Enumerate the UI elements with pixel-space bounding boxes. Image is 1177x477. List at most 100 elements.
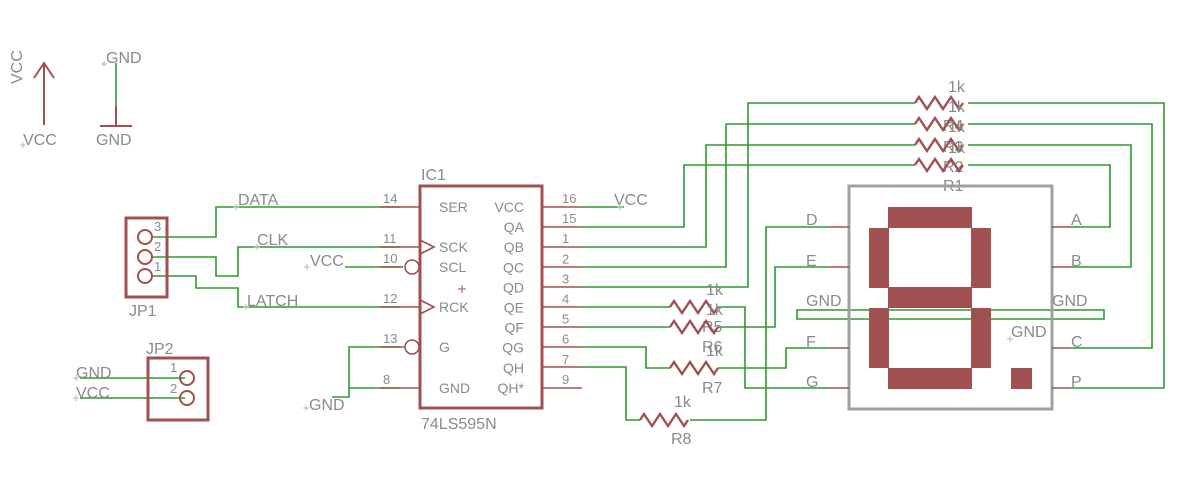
ic1-pin-7-number: 7 [562,352,569,367]
jp2-name: JP2 [146,341,174,358]
ic1-pin-6-number: 6 [562,332,569,347]
wire-r2-b [968,144,1132,268]
wire-r6-e [718,266,828,328]
display-pin-d: D [806,212,818,229]
ic1-pin-qc-label: QC [503,259,524,275]
seven-segment-display[interactable]: D E GND F G A B GND C P GND [806,184,1088,411]
ic1-pin-g-label: G [439,339,450,355]
resistor-r3-value: 1k [948,99,966,116]
segment-d [888,368,972,389]
display-gnd-label: GND [1011,324,1047,341]
net-vcc-scl-label: VCC [310,253,344,270]
wire-qd [582,102,915,288]
ic1-pin-16-number: 16 [562,191,576,206]
gnd-top-label: GND [106,50,142,67]
jp1-header[interactable]: 3 2 1 JP1 [124,216,169,320]
ic1-pin-13-number: 13 [383,331,397,346]
net-jp2-vcc-label: VCC [76,385,110,402]
display-pin-g: G [806,374,818,391]
resistor-r6-symbol [669,318,719,336]
resistor-r7-value: 1k [706,343,724,360]
resistor-r2-symbol [914,136,964,154]
wire-r8-g [690,226,828,421]
vcc-vertical-label: VCC [9,50,26,84]
ic1-pin-15-number: 15 [562,211,576,226]
resistor-r4-value: 1k [948,79,966,96]
ic1-pin-qf-label: QF [505,320,524,336]
ic1-pin-qh-label: QH [503,360,524,376]
ic1-name: IC1 [421,167,446,184]
wire-qh [582,366,640,421]
ic1-pin-2-number: 2 [562,251,569,266]
wire-qb [582,144,915,248]
wire-qa [582,164,915,228]
segment-e-left-bottom [869,308,889,368]
origin-marks [20,61,1013,411]
wire-data [153,206,400,238]
ic1-pin-11-number: 11 [383,231,397,246]
resistor-r7-name: R7 [702,380,723,397]
resistor-r8-name: R8 [671,431,692,448]
resistor-r1-symbol [914,156,964,174]
jp1-pin-3: 3 [154,219,161,234]
resistor-r7-symbol [669,359,719,377]
resistor-r3-symbol [914,115,964,133]
net-gnd-ic-label: GND [309,397,345,414]
display-pin-gnd-left: GND [806,293,842,310]
segment-b-right-top [971,228,991,288]
net-clk-label: CLK [257,232,288,249]
display-pin-p: P [1071,374,1082,391]
resistor-r1-value: 1k [948,140,966,157]
ic1-pin-qb-label: QB [504,239,524,255]
ic1-pin-3-number: 3 [562,271,569,286]
wire-display-gnd [796,309,1105,320]
ic1-shift-register[interactable]: IC1 74LS595N 14SER11SCK10SCL12RCK13G8GND… [380,167,582,433]
display-pin-a: A [1071,212,1082,229]
ic1-pin-qg-label: QG [502,340,524,356]
ic1-pin-12-number: 12 [383,291,397,306]
segment-g [888,287,972,308]
net-jp2-gnd-label: GND [76,365,112,382]
resistor-r2-value: 1k [948,119,966,136]
ic1-pin-rck-label: RCK [439,299,469,315]
ic1-pin-qa-label: QA [504,219,525,235]
segment-c-right-bottom [971,308,991,368]
resistor-r6-value: 1k [706,302,724,319]
segment-a [888,207,972,228]
ic1-pin-ser-label: SER [439,199,468,215]
wire-latch [153,275,400,308]
ic1-pin-sck-label: SCK [439,239,468,255]
ic1-pin-1-number: 1 [562,231,569,246]
display-pin-b: B [1071,253,1082,270]
resistor-r4-symbol [914,94,964,112]
net-latch-label: LATCH [247,293,298,310]
resistor-r5-symbol [669,298,719,316]
gnd-supply-label: GND [96,132,132,149]
jp2-pin-2: 2 [170,381,177,396]
jp2-pin-1: 1 [170,360,177,375]
ic1-pin-4-number: 4 [562,292,569,307]
ic1-pin-qd-label: QD [503,279,524,295]
ic1-pin-8-number: 8 [383,372,390,387]
net-data-label: DATA [238,192,279,209]
jp2-header[interactable]: 1 2 JP2 [146,341,210,422]
wire-g-gnd [332,346,400,398]
display-pin-f: F [806,334,816,351]
wire-r7-f [718,347,828,369]
display-pin-c: C [1071,334,1083,351]
ic1-pin-qhstar-label: QH* [498,380,525,396]
wires [80,102,1165,421]
wire-r1-a [968,164,1111,228]
ic1-pin-qe-label: QE [504,300,524,316]
wire-qg [582,346,670,369]
resistor-r5-value: 1k [706,282,724,299]
ic1-pin-vcc-label: VCC [494,199,524,215]
jp1-pin-1: 1 [154,259,161,274]
ic1-value: 74LS595N [421,416,497,433]
resistor-r8-value: 1k [674,394,692,411]
